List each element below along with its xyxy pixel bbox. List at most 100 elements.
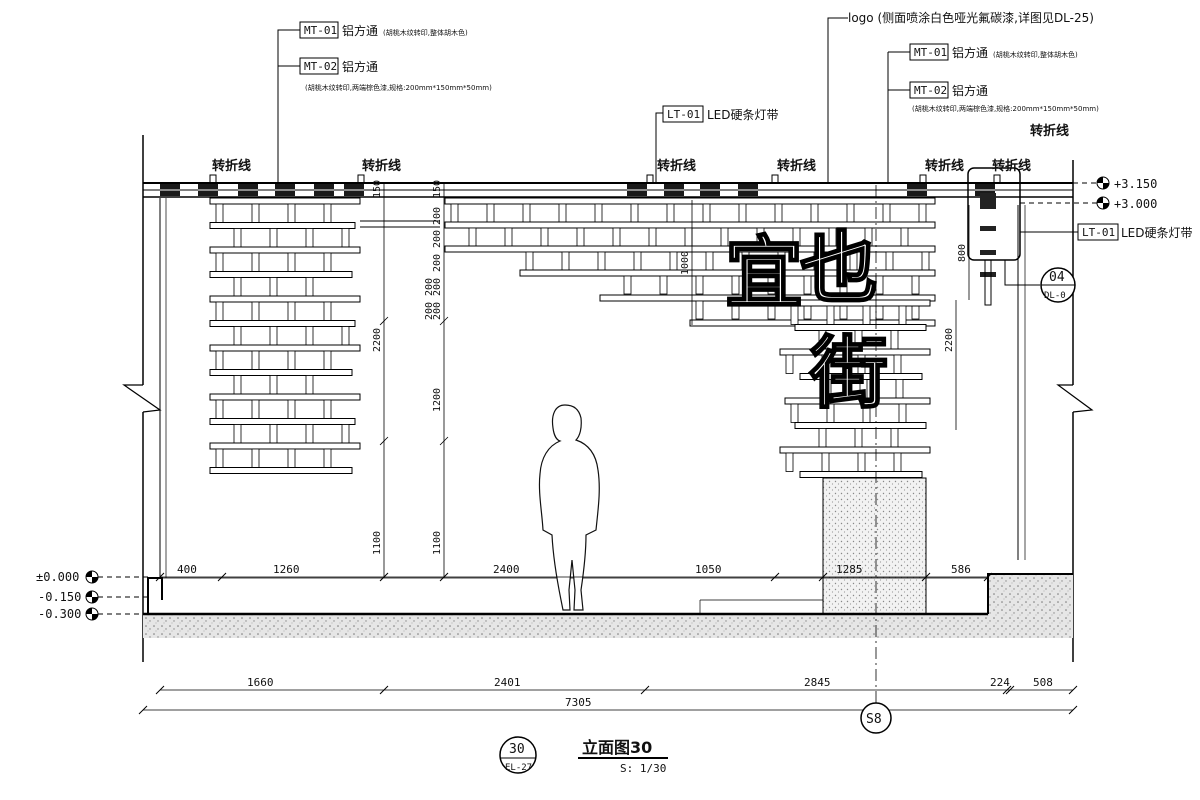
grille-spacer xyxy=(648,227,657,247)
grille-spacer xyxy=(323,399,332,419)
grille-spacer xyxy=(767,275,776,295)
svg-text:DL-0: DL-0 xyxy=(1044,291,1066,301)
dim-floor-400: 400 xyxy=(177,563,197,576)
dim-floor-1285: 1285 xyxy=(836,563,863,576)
grille-bar xyxy=(444,245,936,253)
svg-text:MT-02: MT-02 xyxy=(914,84,947,97)
level-zero: ±0.000 xyxy=(36,570,148,584)
dim-total: 7305 xyxy=(565,696,592,709)
svg-text:(胡桃木纹转印,整体胡木色): (胡桃木纹转印,整体胡木色) xyxy=(383,28,468,37)
svg-text:logo (侧面喷涂白色哑光氟碳漆,详图见DL-25): logo (侧面喷涂白色哑光氟碳漆,详图见DL-25) xyxy=(848,10,1094,25)
callout-mt02-right: MT-02 铝方通 (胡桃木纹转印,两端棕色漆,规格:200mm*150mm*5… xyxy=(909,81,1099,113)
grille-spacer xyxy=(251,252,260,272)
grille-spacer xyxy=(803,275,812,295)
grille-spacer xyxy=(269,326,278,346)
svg-text:MT-01: MT-01 xyxy=(914,46,947,59)
grille-spacer xyxy=(233,228,242,248)
grille-spacer xyxy=(597,251,606,271)
grille-spacer xyxy=(323,301,332,321)
svg-text:铝方通: 铝方通 xyxy=(952,45,988,60)
grille-spacer xyxy=(561,251,570,271)
svg-text:铝方通: 铝方通 xyxy=(342,59,378,74)
grille-spacer xyxy=(821,452,830,472)
grille-spacer xyxy=(341,424,350,444)
grille-spacer xyxy=(323,252,332,272)
grille-bar xyxy=(209,467,353,474)
grille-spacer xyxy=(486,203,495,223)
grille-right xyxy=(779,299,931,478)
grille-spacer xyxy=(251,301,260,321)
tick-floor xyxy=(217,572,227,582)
grille-bar xyxy=(209,246,361,254)
grille-spacer xyxy=(269,228,278,248)
section-symbol: S8 xyxy=(860,702,892,734)
logo-char-1: 宜 xyxy=(725,228,803,319)
grille-spacer xyxy=(731,275,740,295)
dim-floor-2400: 2400 xyxy=(493,563,520,576)
grille-spacer xyxy=(898,305,907,325)
dim-v-mid-200e: 200 xyxy=(432,302,443,320)
grille-center xyxy=(444,197,936,327)
grille-bar xyxy=(779,348,931,356)
dim-ticks xyxy=(138,572,1078,715)
callout-lt01-top: LT-01 LED硬条灯带 xyxy=(662,105,779,123)
svg-text:MT-02: MT-02 xyxy=(304,60,337,73)
vertical-dim-labels: 150 2200 1100 150 200 200 200 200 200 20… xyxy=(372,180,968,555)
svg-text:+3.000: +3.000 xyxy=(1114,197,1157,211)
svg-text:(胡桃木纹转印,两端棕色漆,规格:200mm*150mm*5: (胡桃木纹转印,两端棕色漆,规格:200mm*150mm*50mm) xyxy=(912,104,1099,113)
grille-spacer xyxy=(790,403,799,423)
grille-spacer xyxy=(594,203,603,223)
svg-text:LED硬条灯带: LED硬条灯带 xyxy=(707,108,779,122)
grille-spacer xyxy=(287,399,296,419)
grille-bar xyxy=(209,369,353,376)
svg-text:04: 04 xyxy=(1049,270,1065,285)
grille-spacer xyxy=(612,227,621,247)
grille-spacer xyxy=(839,275,848,295)
svg-text:铝方通: 铝方通 xyxy=(952,83,988,98)
grille-spacer xyxy=(215,252,224,272)
fold-line-5: 转折线 xyxy=(925,158,964,174)
dim-v-logo-1000: 1000 xyxy=(680,251,691,275)
tick-bottom xyxy=(1005,685,1015,695)
svg-text:S: 1/30: S: 1/30 xyxy=(620,762,666,775)
grille-spacer xyxy=(767,300,776,320)
tick-bottom xyxy=(379,685,389,695)
person-silhouette xyxy=(538,404,600,611)
tick-floor xyxy=(818,572,828,582)
grille-spacer xyxy=(468,227,477,247)
logo-char-2: 也 xyxy=(800,223,878,314)
grille-spacer xyxy=(623,275,632,295)
grille-bar xyxy=(209,418,356,425)
dim-v-mid-1200: 1200 xyxy=(432,388,443,412)
grille-spacer xyxy=(893,452,902,472)
level-m150: -0.150 xyxy=(38,590,148,604)
grille-bar xyxy=(209,295,361,303)
dim-floor-586: 586 xyxy=(951,563,971,576)
fold-line-2: 转折线 xyxy=(362,158,401,174)
grille-spacer xyxy=(911,275,920,295)
tick-floor xyxy=(983,572,993,582)
grille-spacer xyxy=(738,203,747,223)
grille-spacer xyxy=(918,203,927,223)
grille-spacer xyxy=(287,252,296,272)
grille-spacer xyxy=(785,354,794,374)
grille-bar xyxy=(444,197,936,205)
svg-text:EL-27: EL-27 xyxy=(505,763,532,773)
grille-spacer xyxy=(659,275,668,295)
grille-bar xyxy=(794,422,927,429)
grille-spacer xyxy=(305,326,314,346)
dim-v-mid-200f: 200 xyxy=(424,278,435,296)
tick-floor xyxy=(439,572,449,582)
tick-total xyxy=(1068,705,1078,715)
grille-spacer xyxy=(215,203,224,223)
dim-bottom-224: 224 xyxy=(990,676,1010,689)
grille-spacer xyxy=(525,251,534,271)
svg-text:LT-01: LT-01 xyxy=(1082,226,1115,239)
svg-text:铝方通: 铝方通 xyxy=(342,23,378,38)
grille-spacer xyxy=(305,424,314,444)
title-block: 30 EL-27 立面图30 S: 1/30 xyxy=(499,736,668,775)
grille-spacer xyxy=(450,203,459,223)
tick-floor xyxy=(379,572,389,582)
dim-v-mid-200g: 200 xyxy=(424,302,435,320)
